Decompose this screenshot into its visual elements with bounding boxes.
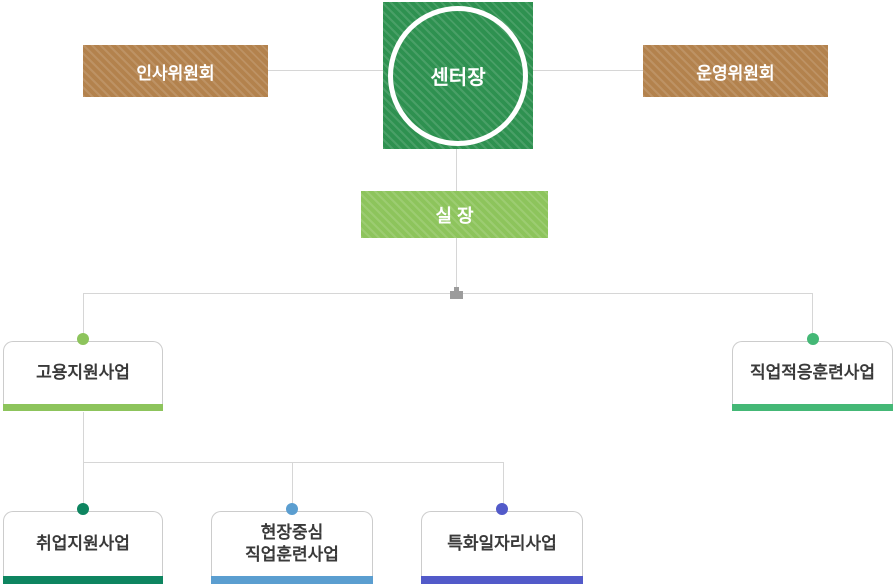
node-accent-bar (732, 404, 893, 411)
node-dot-icon (496, 503, 508, 515)
node-label: 직업적응훈련사업 (749, 362, 876, 382)
node-dot-icon (286, 503, 298, 515)
node-body: 현장중심 직업훈련사업 (211, 511, 373, 576)
node-body: 직업적응훈련사업 (732, 341, 893, 404)
node-accent-bar (3, 404, 163, 411)
node-personnel-committee: 인사위원회 (83, 45, 268, 97)
node-job-placement-support: 취업지원사업 (3, 503, 163, 584)
junction-icon-top (454, 287, 459, 292)
node-vocational-adaptation-training: 직업적응훈련사업 (732, 333, 893, 411)
node-label: 고용지원사업 (36, 362, 130, 382)
connector-line (83, 462, 503, 463)
node-dot-icon (77, 333, 89, 345)
node-center-director: 센터장 (383, 2, 533, 149)
node-office-manager: 실 장 (361, 191, 548, 238)
connector-line (456, 238, 457, 294)
junction-icon (450, 287, 463, 299)
node-label-line2: 직업훈련사업 (245, 545, 339, 564)
node-operations-committee: 운영위원회 (643, 45, 828, 97)
node-employment-support: 고용지원사업 (3, 333, 163, 411)
node-dot-icon (77, 503, 89, 515)
node-body: 취업지원사업 (3, 511, 163, 576)
node-accent-bar (3, 576, 163, 584)
connector-line (83, 462, 84, 509)
connector-line (533, 70, 643, 71)
connector-line (292, 462, 293, 509)
connector-line (83, 293, 84, 338)
node-label: 센터장 (430, 67, 486, 89)
node-label: 실 장 (435, 205, 474, 226)
node-body: 고용지원사업 (3, 341, 163, 404)
node-accent-bar (211, 576, 373, 584)
node-accent-bar (421, 576, 583, 584)
connector-line (83, 412, 84, 462)
node-body: 특화일자리사업 (421, 511, 583, 576)
connector-line (83, 293, 812, 294)
connector-line (456, 149, 457, 191)
node-specialized-jobs: 특화일자리사업 (421, 503, 583, 584)
center-director-circle: 센터장 (388, 5, 528, 146)
node-label-line1: 현장중심 (260, 522, 324, 542)
node-label: 특화일자리사업 (447, 533, 557, 553)
node-field-centered-vocational-training: 현장중심 직업훈련사업 (211, 503, 373, 584)
junction-icon-base (450, 291, 463, 299)
node-dot-icon (806, 333, 819, 345)
connector-line (268, 70, 383, 71)
node-label: 인사위원회 (136, 63, 215, 83)
node-label: 운영위원회 (696, 63, 775, 83)
connector-line (503, 462, 504, 509)
node-label: 취업지원사업 (36, 533, 130, 553)
connector-line (812, 293, 813, 338)
